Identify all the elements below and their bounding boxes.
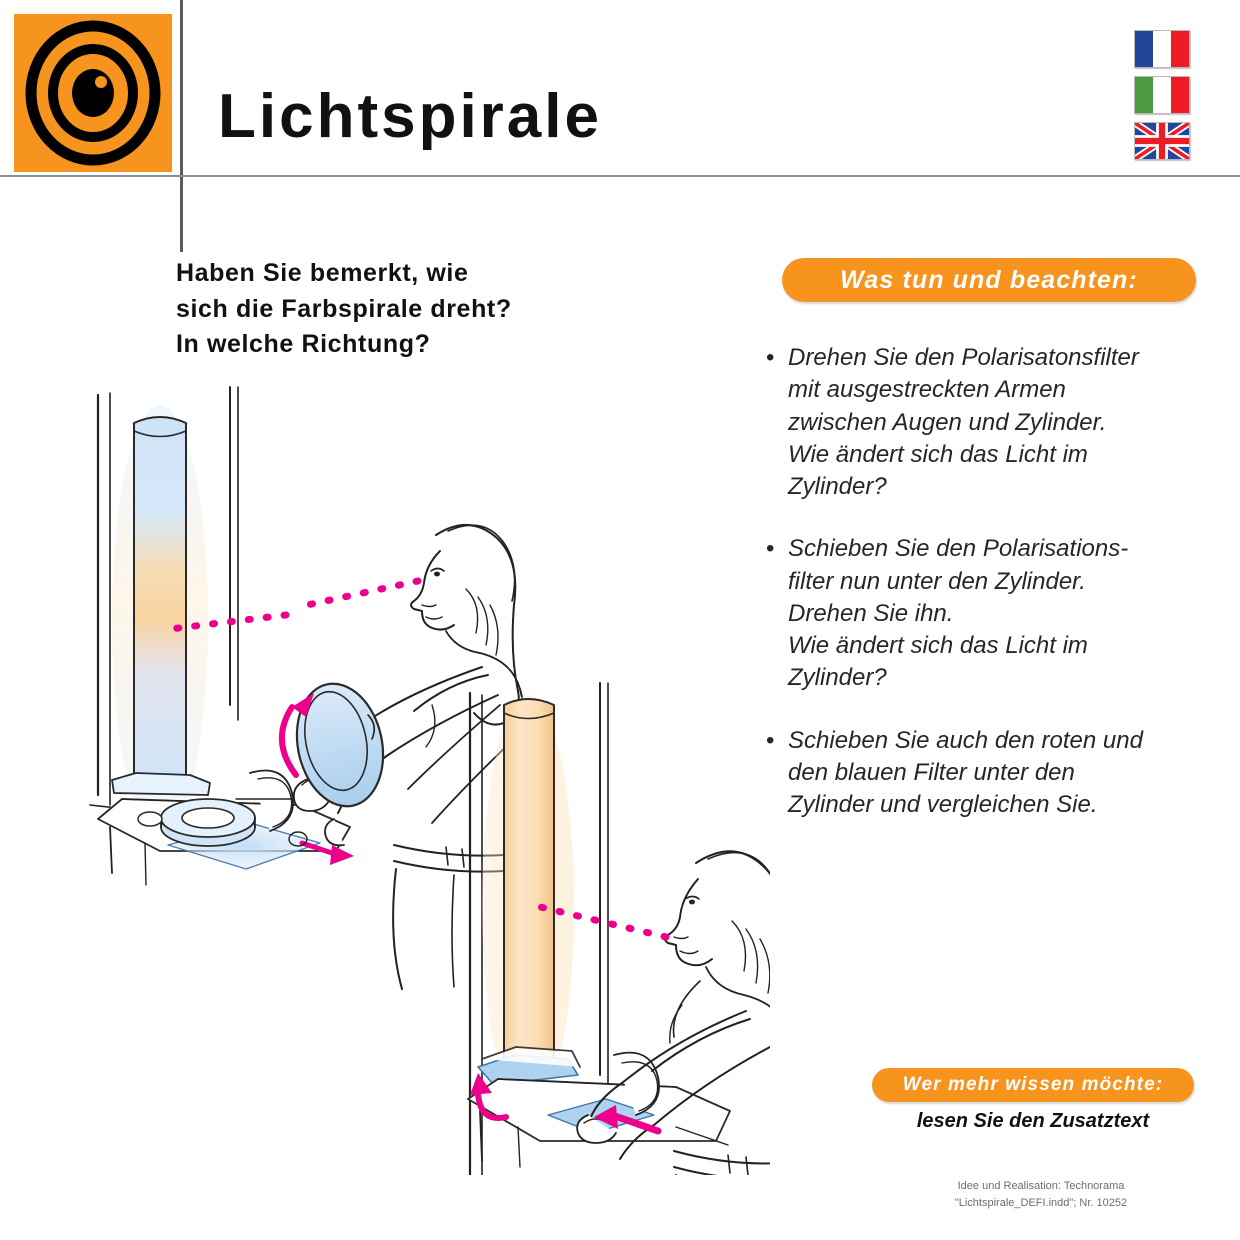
question-line-3: In welche Richtung? xyxy=(176,330,431,358)
question-line-2: sich die Farbspirale dreht? xyxy=(176,294,512,323)
flag-united-kingdom[interactable] xyxy=(1134,122,1190,160)
question-block: Haben Sie bemerkt, wie sich die Farbspir… xyxy=(176,256,696,363)
header-horizontal-divider xyxy=(0,175,1240,177)
instructions-heading-pill: Was tun und beachten: xyxy=(782,258,1196,302)
list-item-text: Schieben Sie auch den roten und den blau… xyxy=(788,726,1143,819)
flag-france[interactable] xyxy=(1134,30,1190,68)
credits-text: Idee und Realisation: Technorama "Lichts… xyxy=(954,1180,1128,1209)
push-arrow-bottom-right xyxy=(594,1105,662,1135)
bullet-marker: • xyxy=(766,344,775,371)
push-arrow-bottom-left xyxy=(470,1073,509,1121)
concentric-eye-target-icon xyxy=(25,20,161,166)
sight-line-bottom xyxy=(528,901,670,941)
instructions-list: • Drehen Sie den Polarisatonsfilter mit … xyxy=(766,342,1196,851)
read-more-heading-pill: Wer mehr wissen möchte: xyxy=(872,1068,1194,1102)
glowing-cylinder-bottom xyxy=(503,698,555,1071)
list-item: • Drehen Sie den Polarisatonsfilter mit … xyxy=(766,342,1196,503)
rotation-arrow-top xyxy=(278,693,314,778)
header-vertical-divider xyxy=(180,0,183,252)
push-arrow-top xyxy=(288,831,354,865)
bullet-marker: • xyxy=(766,726,775,754)
polarization-filter-disc xyxy=(295,682,385,808)
scene-top-polarization-filter xyxy=(89,386,537,990)
experiment-illustration xyxy=(89,386,770,1175)
sight-line-top xyxy=(158,577,422,634)
flag-italy[interactable] xyxy=(1134,76,1190,114)
list-item-text: Drehen Sie den Polarisatonsfilter mit au… xyxy=(788,344,1139,501)
glowing-cylinder-top xyxy=(133,416,187,783)
logo-box xyxy=(14,14,172,172)
person-bottom xyxy=(576,850,770,1175)
question-line-1: Haben Sie bemerkt, wie xyxy=(176,259,469,287)
page-title: Lichtspirale xyxy=(218,82,602,151)
instructions-heading-label: Was tun und beachten: xyxy=(840,265,1138,294)
list-item: • Schieben Sie den Polarisations- filter… xyxy=(766,533,1196,694)
read-more-subtext: lesen Sie den Zusatztext xyxy=(916,1110,1150,1132)
list-item-text: Schieben Sie den Polarisations- filter n… xyxy=(788,535,1129,692)
bullet-marker: • xyxy=(766,535,775,563)
list-item: • Schieben Sie auch den roten und den bl… xyxy=(766,725,1196,822)
read-more-heading-label: Wer mehr wissen möchte: xyxy=(902,1074,1164,1095)
language-flags xyxy=(1134,30,1190,160)
scene-bottom-filter-under-cylinder xyxy=(467,682,770,1175)
